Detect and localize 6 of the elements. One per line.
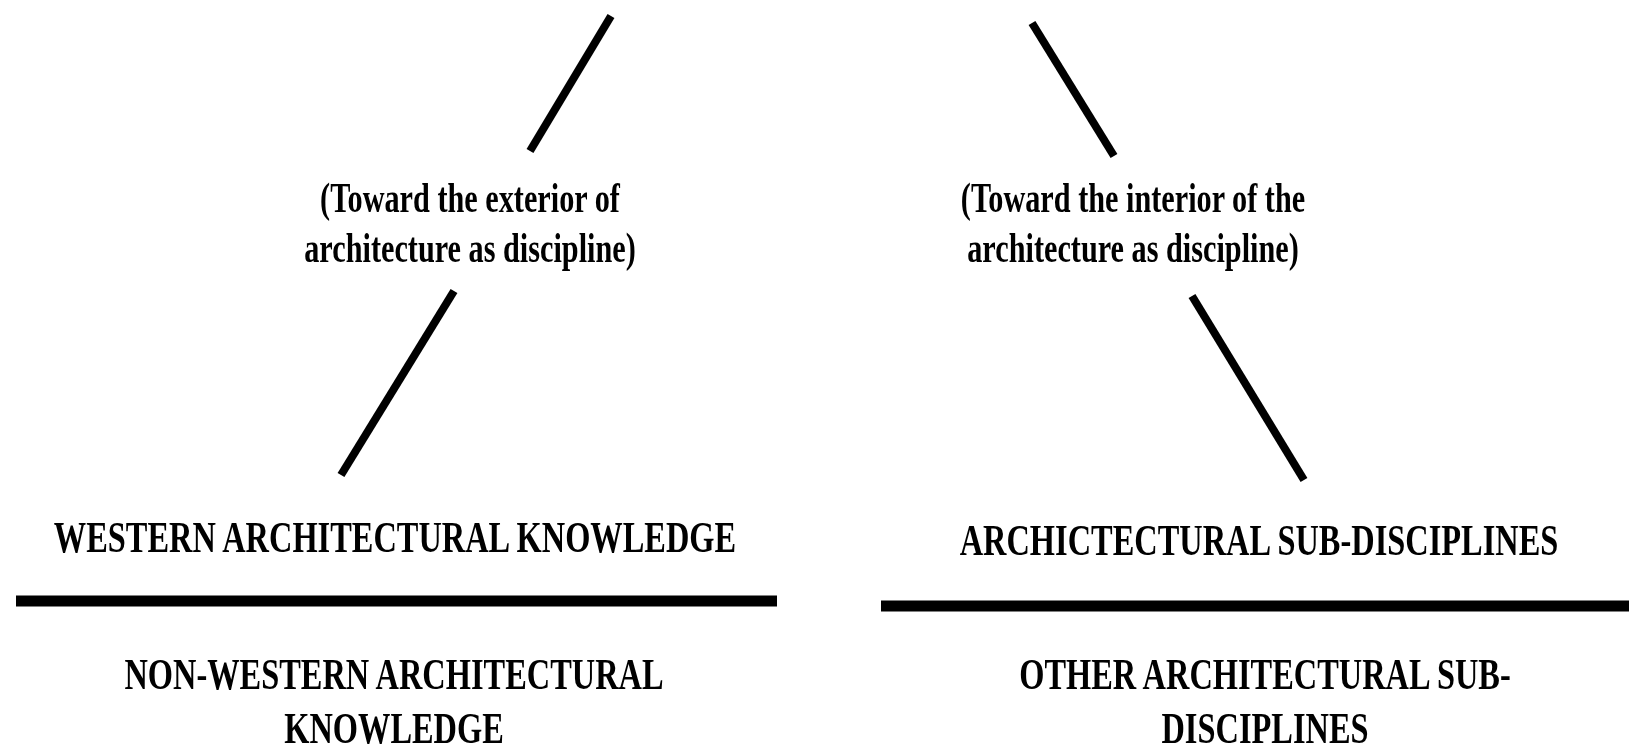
category-label: WESTERN ARCHITECTURAL KNOWLEDGE xyxy=(52,511,738,564)
direction-note: (Toward the exterior of architecture as discipline) xyxy=(303,173,637,273)
direction-note: (Toward the interior of the architecture as discipline) xyxy=(959,173,1307,273)
category-label: OTHER ARCHITECTURAL SUB-DISCIPLINES xyxy=(1018,648,1512,750)
category-label: ARCHICTECTURAL SUB-DISCIPLINES xyxy=(958,514,1560,567)
category-label: NON-WESTERN ARCHITECTURAL KNOWLEDGE xyxy=(123,648,665,750)
